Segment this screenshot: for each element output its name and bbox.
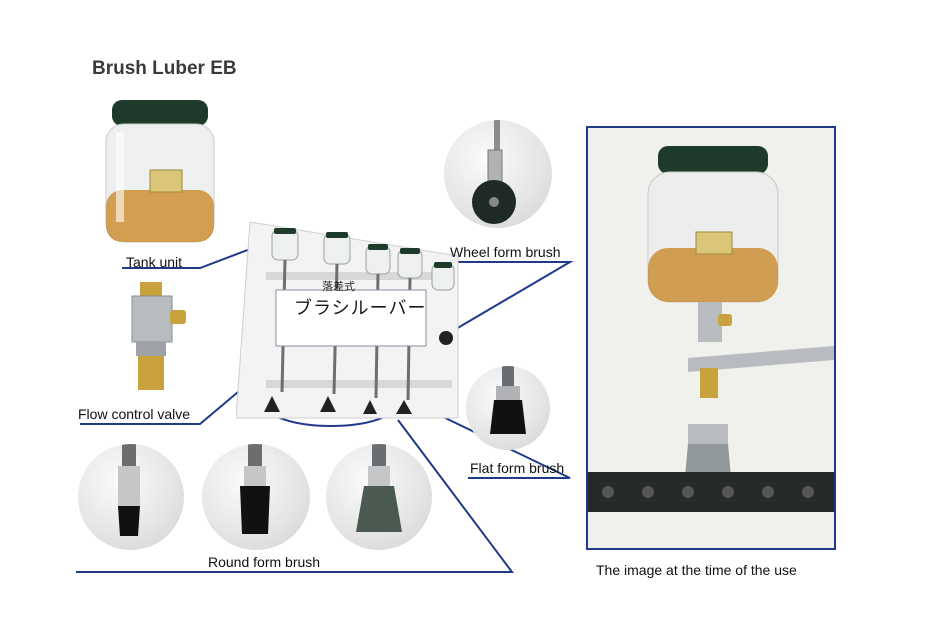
brush-luber-board-photo	[235, 214, 470, 420]
round-brush-photo-2	[202, 444, 310, 550]
flow-control-valve-photo	[118, 282, 190, 392]
round-form-brush-label: Round form brush	[208, 554, 321, 570]
wheel-form-brush-label: Wheel form brush	[450, 244, 561, 260]
flat-form-brush-label: Flat form brush	[470, 460, 565, 476]
tank-unit-label: Tank unit	[126, 254, 183, 270]
usage-image-frame	[586, 126, 836, 550]
usage-image-caption: The image at the time of the use	[596, 562, 797, 578]
board-text-line2: ブラシルーバー	[294, 298, 427, 318]
round-brush-photo-1	[78, 444, 184, 550]
tank-unit-photo	[98, 98, 222, 248]
wheel-form-brush-photo	[444, 120, 552, 228]
board-text-line1: 落差式	[322, 281, 355, 293]
page-title: Brush Luber EB	[92, 58, 237, 79]
flow-control-valve-label: Flow control valve	[78, 406, 191, 422]
round-brush-photo-3	[326, 444, 432, 550]
flat-form-brush-photo	[466, 366, 550, 450]
